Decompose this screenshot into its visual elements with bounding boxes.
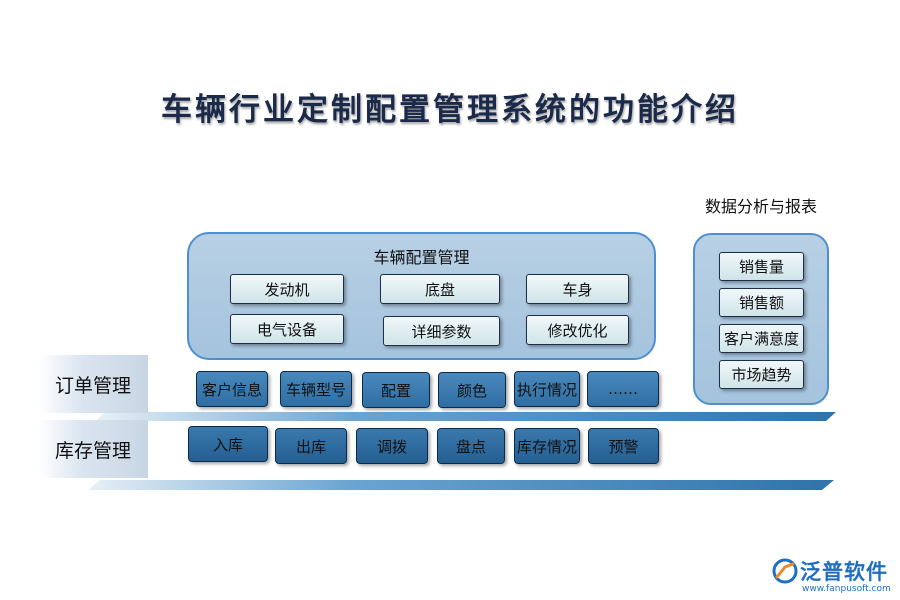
inventory-item-alert[interactable]: 预警 bbox=[588, 428, 659, 464]
order-item-configuration[interactable]: 配置 bbox=[362, 372, 430, 408]
config-item-parameters[interactable]: 详细参数 bbox=[383, 316, 500, 346]
analytics-item-sales-volume[interactable]: 销售量 bbox=[719, 252, 804, 281]
config-item-engine[interactable]: 发动机 bbox=[230, 274, 344, 304]
brand-logo: 泛普软件 www.fanpusoft.com bbox=[770, 556, 895, 596]
inventory-management-label: 库存管理 bbox=[38, 420, 148, 478]
order-layer-platform bbox=[96, 412, 836, 421]
inventory-item-inbound[interactable]: 入库 bbox=[188, 426, 268, 462]
brand-url: www.fanpusoft.com bbox=[802, 584, 891, 594]
watermark-logo bbox=[264, 310, 344, 340]
analytics-item-market-trend[interactable]: 市场趋势 bbox=[719, 360, 804, 389]
order-item-vehicle-model[interactable]: 车辆型号 bbox=[280, 371, 352, 407]
vehicle-config-title: 车辆配置管理 bbox=[373, 248, 470, 267]
brand-name: 泛普软件 bbox=[800, 560, 888, 584]
order-item-execution-status[interactable]: 执行情况 bbox=[514, 371, 580, 407]
config-item-chassis[interactable]: 底盘 bbox=[380, 274, 500, 304]
inventory-item-outbound[interactable]: 出库 bbox=[275, 428, 347, 464]
analytics-title: 数据分析与报表 bbox=[704, 197, 817, 216]
config-item-body[interactable]: 车身 bbox=[526, 274, 629, 304]
order-item-more[interactable]: …… bbox=[587, 371, 659, 407]
inventory-item-stock-status[interactable]: 库存情况 bbox=[514, 428, 580, 464]
analytics-item-customer-satisfaction[interactable]: 客户满意度 bbox=[719, 324, 804, 353]
config-item-optimization[interactable]: 修改优化 bbox=[526, 315, 629, 345]
inventory-layer-platform bbox=[88, 480, 834, 490]
diagram-title: 车辆行业定制配置管理系统的功能介绍 bbox=[161, 92, 739, 128]
order-item-customer-info[interactable]: 客户信息 bbox=[196, 371, 268, 407]
brand-mark-icon bbox=[772, 558, 798, 584]
analytics-item-sales-revenue[interactable]: 销售额 bbox=[719, 288, 804, 317]
order-management-label: 订单管理 bbox=[38, 355, 148, 413]
config-item-electrical[interactable]: 电气设备 bbox=[230, 314, 344, 344]
order-item-color[interactable]: 颜色 bbox=[438, 372, 506, 408]
inventory-item-stocktake[interactable]: 盘点 bbox=[437, 428, 505, 464]
inventory-item-transfer[interactable]: 调拨 bbox=[356, 428, 428, 464]
